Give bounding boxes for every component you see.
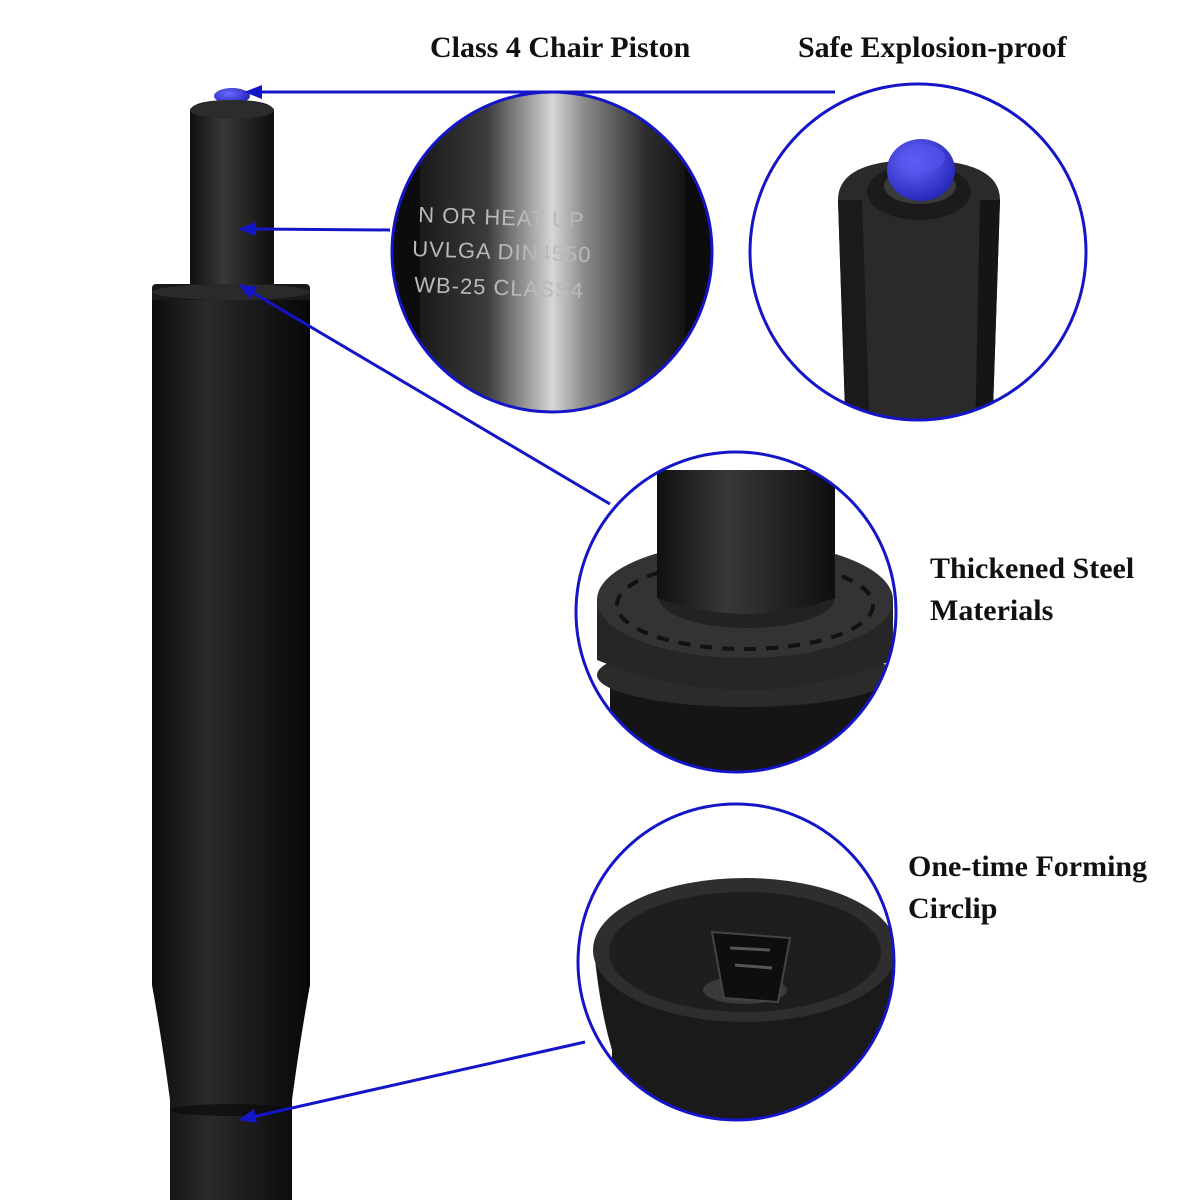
- label-thickened-steel: Thickened Steel Materials: [930, 548, 1134, 632]
- release-button: [214, 88, 250, 104]
- label-class4-piston: Class 4 Chair Piston: [430, 31, 691, 64]
- gas-piston: [152, 88, 310, 1200]
- engraving-line-1: N OR HEAT UP: [418, 202, 585, 233]
- cylinder-body: [152, 300, 310, 1200]
- engraving-line-3: WB-25 CLASS4: [414, 272, 585, 303]
- label-thickened-line-2: Materials: [930, 594, 1054, 627]
- piston-rod: [190, 100, 274, 288]
- callout-line-rod: [251, 227, 391, 232]
- label-thickened-line-1: Thickened Steel: [930, 552, 1135, 585]
- detail-button: [748, 82, 1088, 422]
- label-one-time-circlip: One-time Forming Circlip: [908, 846, 1147, 930]
- detail-cap: [574, 450, 898, 774]
- callout-line-base: [251, 1040, 586, 1119]
- label-explosion-proof: Safe Explosion-proof: [798, 31, 1067, 64]
- callout-line-cap: [249, 289, 611, 506]
- detail-engraving: N OR HEAT UP UVLGA DIN4550 WB-25 CLASS4: [390, 90, 714, 414]
- label-circlip-line-2: Circlip: [908, 892, 998, 925]
- detail-circlip: [576, 802, 896, 1122]
- label-circlip-line-1: One-time Forming: [908, 850, 1148, 883]
